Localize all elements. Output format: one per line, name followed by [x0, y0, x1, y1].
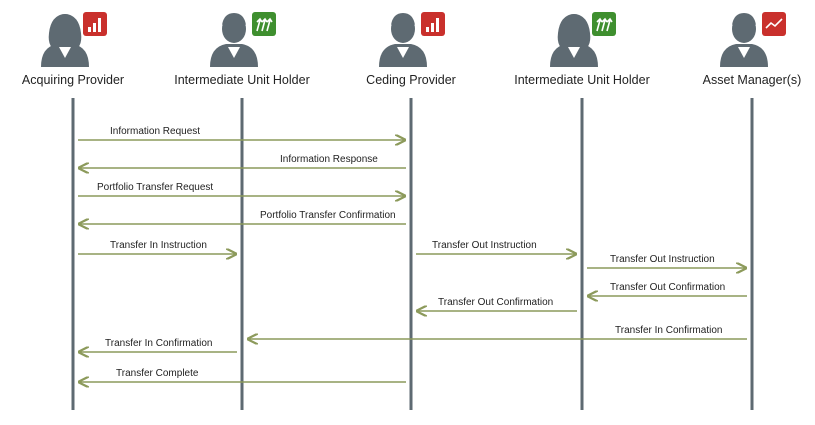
message-7: Transfer Out Confirmation [588, 282, 747, 296]
person-icon [379, 13, 427, 67]
actor-label: Intermediate Unit Holder [514, 73, 649, 87]
collar-icon [397, 47, 409, 58]
actor-1: Intermediate Unit Holder [174, 12, 310, 87]
actor-label: Intermediate Unit Holder [174, 73, 309, 87]
message-label: Information Response [280, 154, 378, 165]
message-label: Transfer In Confirmation [105, 338, 212, 349]
actor-0: Acquiring Provider [22, 12, 124, 87]
message-2: Portfolio Transfer Request [78, 182, 405, 196]
actor-label: Acquiring Provider [22, 73, 124, 87]
person-icon [41, 14, 89, 67]
message-label: Transfer Out Confirmation [438, 297, 553, 308]
actor-label: Asset Manager(s) [703, 73, 802, 87]
message-label: Transfer Out Confirmation [610, 282, 725, 293]
message-1: Information Response [79, 154, 406, 168]
actor-label: Ceding Provider [366, 73, 456, 87]
message-9: Transfer In Confirmation [248, 325, 747, 339]
collar-icon [59, 47, 71, 58]
collar-icon [228, 47, 240, 58]
message-label: Information Request [110, 126, 200, 137]
actors: Acquiring Provider Intermediate Unit Hold… [22, 12, 801, 87]
message-8: Transfer Out Confirmation [417, 297, 577, 311]
message-label: Transfer In Confirmation [615, 325, 722, 336]
actor-3: Intermediate Unit Holder [514, 12, 650, 87]
message-10: Transfer In Confirmation [79, 338, 237, 352]
actor-4: Asset Manager(s) [703, 12, 802, 87]
message-label: Portfolio Transfer Confirmation [260, 210, 396, 221]
message-4: Transfer In Instruction [78, 240, 236, 254]
message-label: Transfer Out Instruction [610, 254, 715, 265]
message-label: Transfer Complete [116, 368, 199, 379]
person-icon [210, 13, 258, 67]
lifelines [71, 98, 754, 410]
arrows-up-icon [252, 12, 276, 36]
collar-icon [738, 47, 750, 58]
arrows-up-icon [592, 12, 616, 36]
person-icon [550, 14, 598, 67]
message-0: Information Request [78, 126, 405, 140]
message-6: Transfer Out Instruction [587, 254, 746, 268]
person-icon [720, 13, 768, 67]
message-label: Transfer Out Instruction [432, 240, 537, 251]
collar-icon [568, 47, 580, 58]
message-5: Transfer Out Instruction [416, 240, 576, 254]
bar-chart-icon [421, 12, 445, 36]
message-label: Portfolio Transfer Request [97, 182, 213, 193]
trend-line-icon [762, 12, 786, 36]
bar-chart-icon [83, 12, 107, 36]
actor-2: Ceding Provider [366, 12, 456, 87]
message-11: Transfer Complete [79, 368, 406, 382]
message-3: Portfolio Transfer Confirmation [79, 210, 406, 224]
message-label: Transfer In Instruction [110, 240, 207, 251]
